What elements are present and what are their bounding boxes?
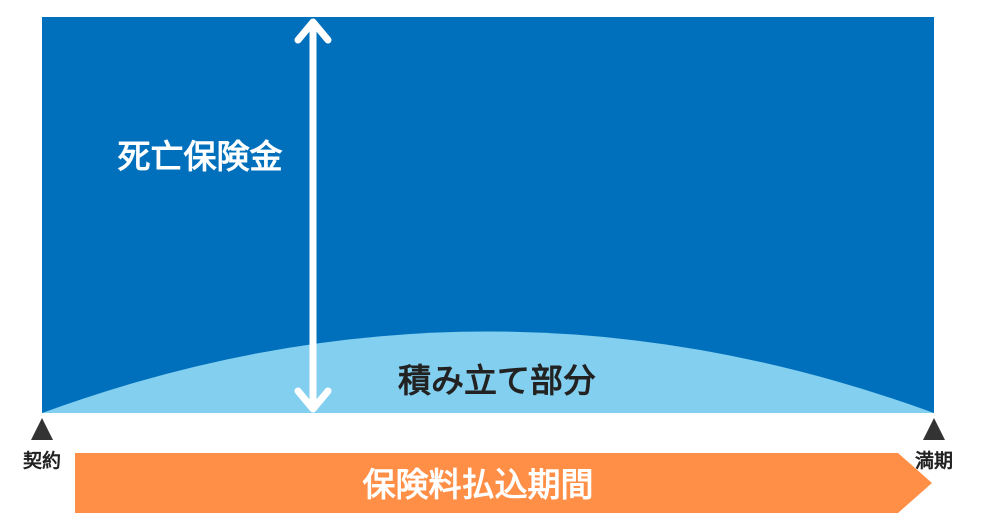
premium-period-label: 保険料払込期間 xyxy=(363,465,594,504)
premium-period-bar xyxy=(75,453,932,513)
contract-marker-icon xyxy=(31,418,53,440)
death-benefit-label: 死亡保険金 xyxy=(118,137,284,176)
maturity-label: 満期 xyxy=(915,450,953,472)
maturity-marker-icon xyxy=(923,418,945,440)
savings-area xyxy=(42,331,934,413)
savings-label: 積み立て部分 xyxy=(398,361,596,400)
double-arrow-icon xyxy=(294,18,332,413)
contract-label: 契約 xyxy=(22,449,61,472)
